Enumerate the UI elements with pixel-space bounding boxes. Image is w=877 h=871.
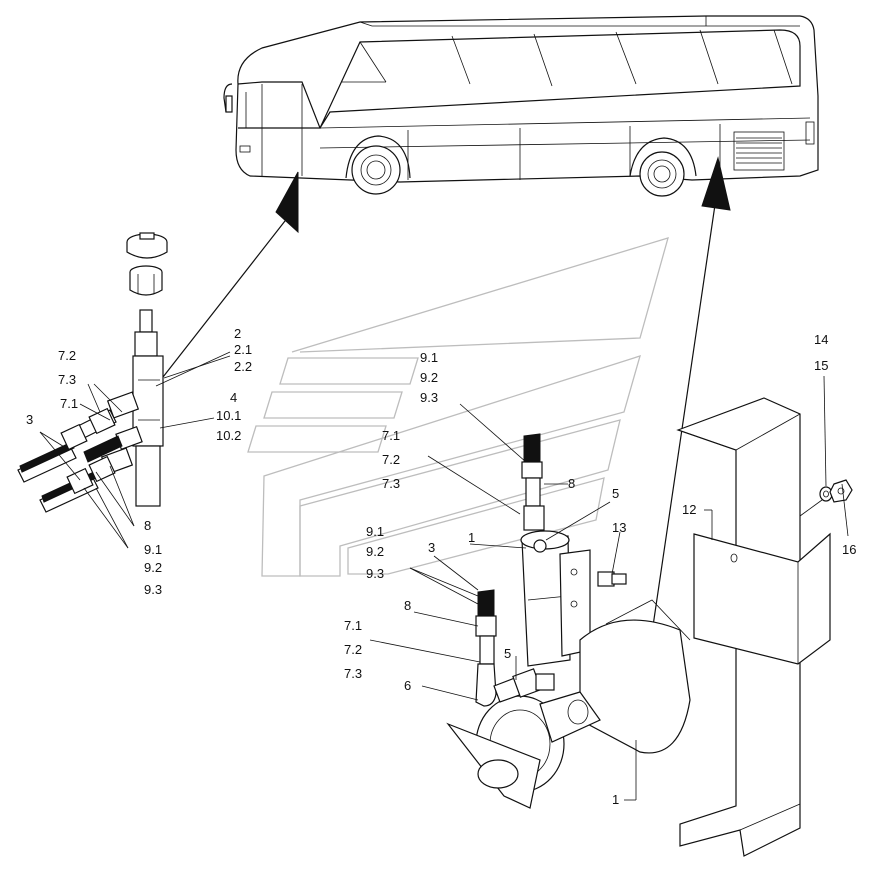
label-9-2-upper: 9.2 <box>420 370 438 385</box>
left-valve-assembly <box>17 232 168 513</box>
label-9-3: 9.3 <box>144 582 162 597</box>
label-7-3-lower: 7.3 <box>344 666 362 681</box>
label-9-2: 9.2 <box>144 560 162 575</box>
label-9-1-upper: 9.1 <box>420 350 438 365</box>
label-7-1: 7.1 <box>60 396 78 411</box>
label-5-lower: 5 <box>504 646 511 661</box>
label-7-1-lower: 7.1 <box>344 618 362 633</box>
label-12: 12 <box>682 502 696 517</box>
label-8-upper: 8 <box>568 476 575 491</box>
label-7-2: 7.2 <box>58 348 76 363</box>
label-13: 13 <box>612 520 626 535</box>
label-8-lower: 8 <box>404 598 411 613</box>
label-9-1-lower: 9.1 <box>366 524 384 539</box>
left-labels: 2 2.1 2.2 4 10.1 10.2 7.2 7.3 7.1 3 8 9.… <box>26 326 252 597</box>
label-1-upper: 1 <box>468 530 475 545</box>
label-7-3: 7.3 <box>58 372 76 387</box>
label-3-lower: 3 <box>428 540 435 555</box>
label-4: 4 <box>230 390 237 405</box>
label-7-2-lower: 7.2 <box>344 642 362 657</box>
pointer-arrow-left <box>155 171 299 387</box>
label-3: 3 <box>26 412 33 427</box>
label-6: 6 <box>404 678 411 693</box>
right-leader-lines <box>704 375 849 540</box>
label-5-upper: 5 <box>612 486 619 501</box>
center-leader-lines <box>369 403 637 801</box>
label-7-2-upper: 7.2 <box>382 452 400 467</box>
label-2-2: 2.2 <box>234 359 252 374</box>
label-7-3-upper: 7.3 <box>382 476 400 491</box>
right-labels: 14 15 12 16 <box>682 332 856 557</box>
label-14: 14 <box>814 332 828 347</box>
label-1-lower: 1 <box>612 792 619 807</box>
center-labels: 9.1 9.2 9.3 7.1 7.2 7.3 8 5 1 9.1 9.2 9.… <box>344 350 626 807</box>
label-9-3-lower: 9.3 <box>366 566 384 581</box>
label-15: 15 <box>814 358 828 373</box>
watermark-logo <box>247 237 669 577</box>
left-leader-lines <box>39 351 231 549</box>
center-compressor-assembly <box>446 433 691 809</box>
label-9-2-lower: 9.2 <box>366 544 384 559</box>
label-10-2: 10.2 <box>216 428 241 443</box>
label-9-3-upper: 9.3 <box>420 390 438 405</box>
label-9-1: 9.1 <box>144 542 162 557</box>
label-10-1: 10.1 <box>216 408 241 423</box>
label-7-1-upper: 7.1 <box>382 428 400 443</box>
label-8: 8 <box>144 518 151 533</box>
label-2: 2 <box>234 326 241 341</box>
right-mounting-bracket <box>676 397 853 857</box>
label-16: 16 <box>842 542 856 557</box>
bus-illustration <box>223 15 819 197</box>
label-2-1: 2.1 <box>234 342 252 357</box>
